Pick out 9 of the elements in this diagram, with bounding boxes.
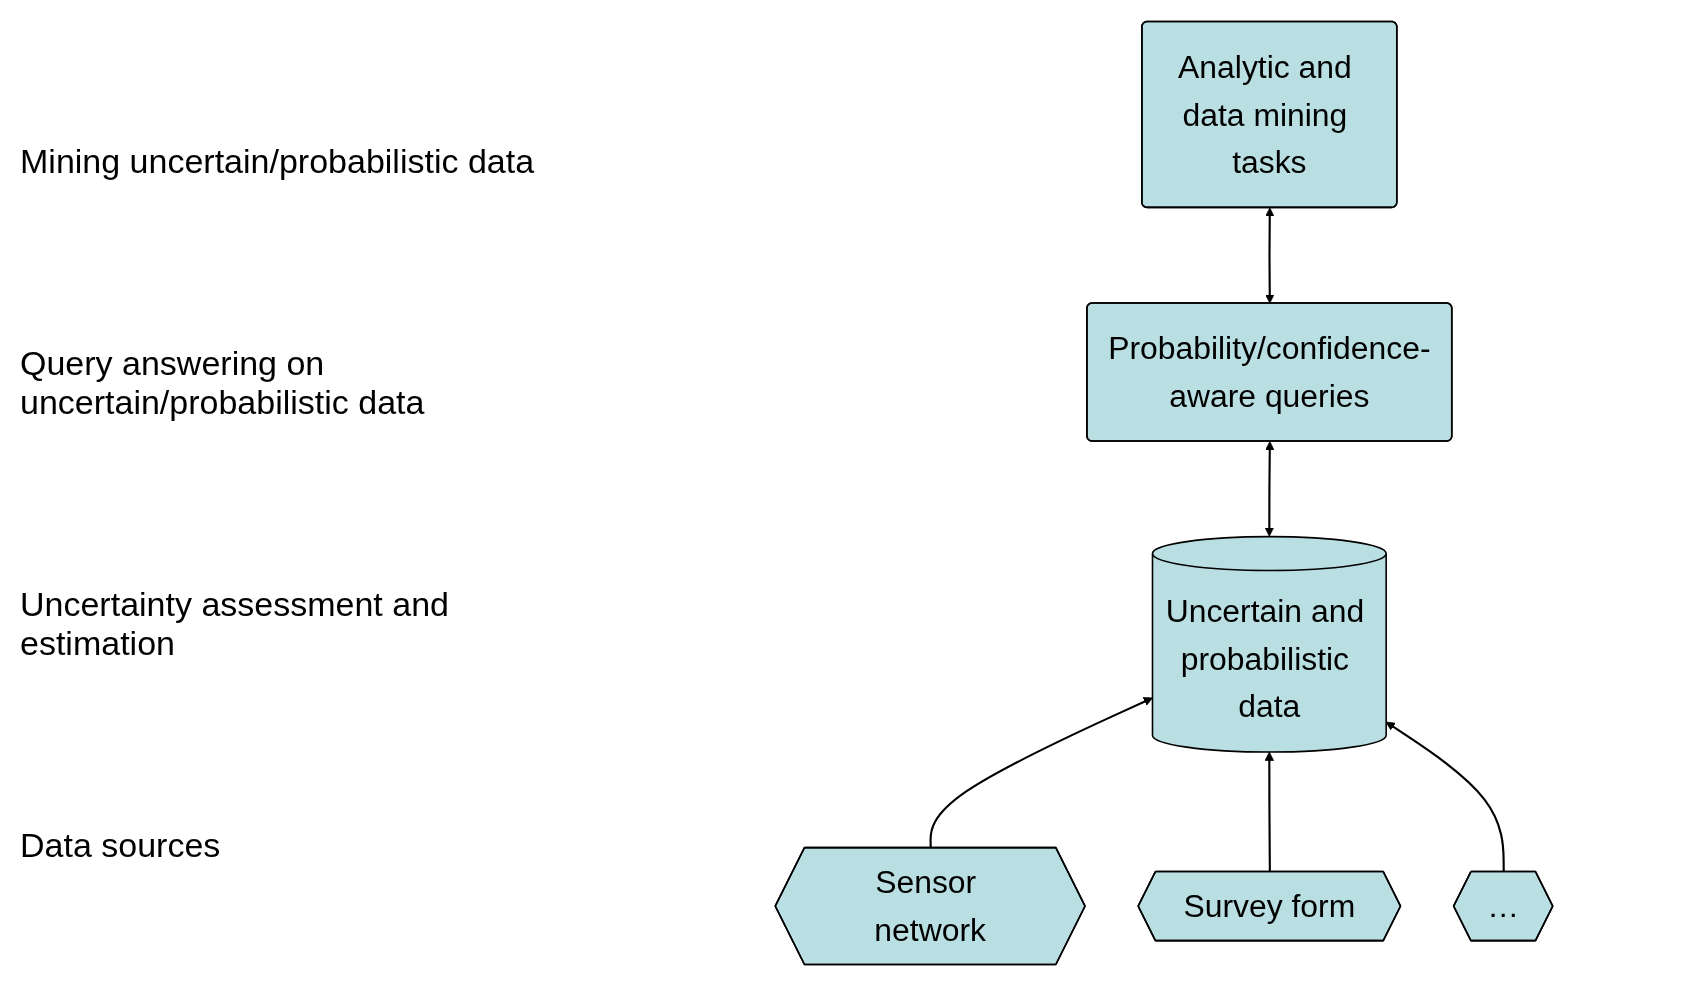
layer-label: Query answering on uncertain/probabilistic data bbox=[20, 343, 426, 422]
arrow bbox=[1264, 441, 1274, 537]
layer-label: Mining uncertain/probabilistic data bbox=[20, 141, 536, 181]
layer-label: Uncertainty assessment and estimation bbox=[20, 584, 450, 663]
arrow bbox=[929, 697, 1153, 849]
layer-label: Data sources bbox=[20, 825, 222, 865]
arrow bbox=[1264, 751, 1274, 873]
arrow bbox=[1264, 207, 1274, 304]
arrow bbox=[1385, 721, 1505, 873]
